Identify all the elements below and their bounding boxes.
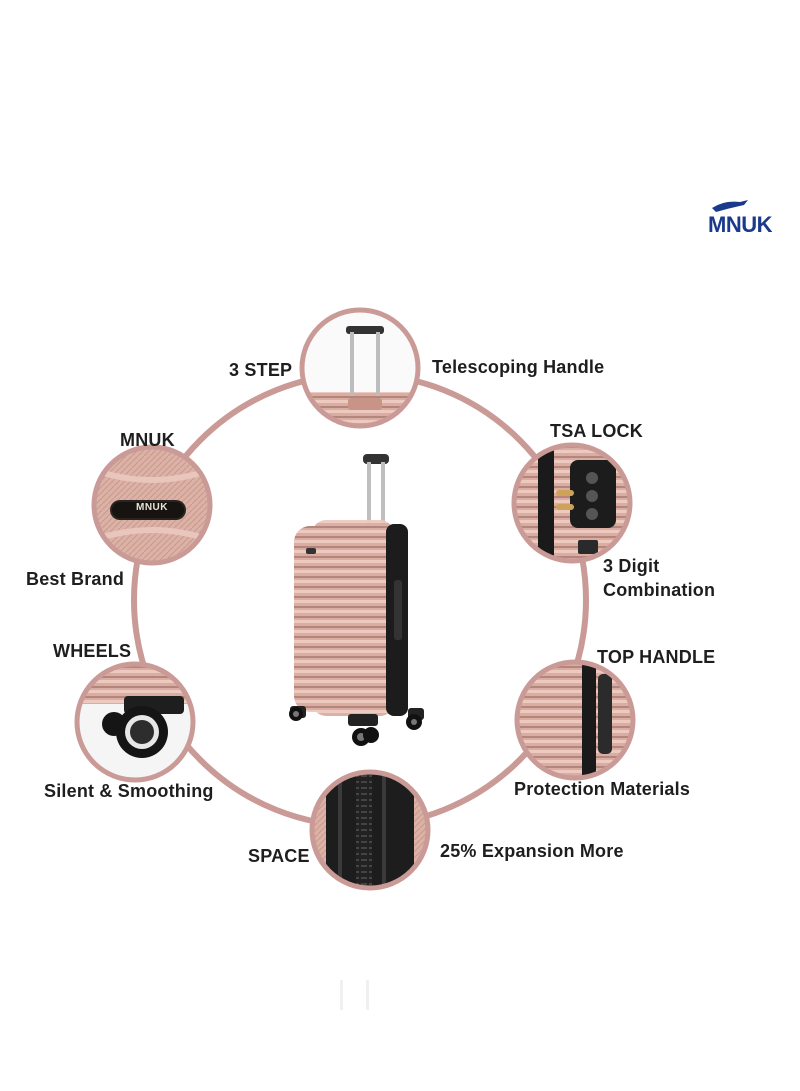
top-handle-closeup-icon (514, 659, 636, 781)
badge-text: MNUK (136, 502, 168, 513)
label-3-step: 3 STEP (229, 360, 293, 380)
label-expansion: 25% Expansion More (440, 841, 624, 861)
combination-lock-closeup-icon (511, 442, 633, 564)
label-3-digit: 3 Digit (603, 556, 660, 576)
label-space: SPACE (248, 846, 310, 866)
label-wheels: WHEELS (53, 641, 132, 661)
expansion-zipper-closeup-icon (309, 769, 431, 891)
label-tsa-lock: TSA LOCK (550, 421, 643, 441)
brand-badge-closeup-icon (91, 444, 213, 566)
label-combination: Combination (603, 580, 716, 600)
telescoping-handle-closeup-icon (299, 307, 421, 429)
suitcase-illustration (289, 454, 424, 746)
airplane-icon (712, 200, 748, 212)
label-protection-materials: Protection Materials (514, 779, 691, 799)
label-silent-smoothing: Silent & Smoothing (44, 781, 214, 801)
logo-text: MNUK (708, 212, 773, 237)
spinner-wheel-closeup-icon (74, 661, 196, 783)
brand-logo: MNUK (708, 198, 790, 242)
label-top-handle: TOP HANDLE (597, 647, 716, 667)
label-telescoping-handle: Telescoping Handle (432, 357, 605, 377)
label-mnuk: MNUK (120, 430, 175, 450)
label-best-brand: Best Brand (26, 569, 125, 589)
